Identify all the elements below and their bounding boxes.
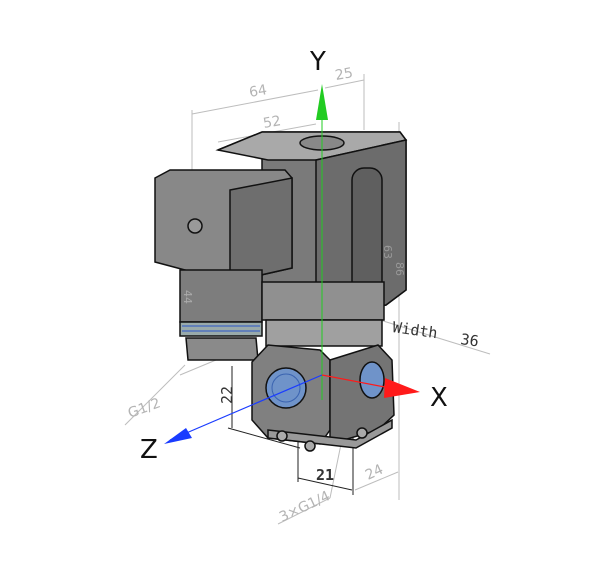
z-axis-label: Z [140,435,158,465]
dim-64: 64 [248,82,268,101]
dim-86: 86 [393,262,406,276]
axis-triad [164,84,420,444]
dim-width-value: 36 [459,330,479,350]
dim-52: 52 [262,113,282,132]
dim-44: 44 [181,290,194,304]
connector-plug [154,169,293,361]
x-axis-arrow[interactable] [384,378,420,398]
dim-25: 25 [334,65,354,84]
valve-body [251,344,395,452]
dim-3xg1-4: 3×G1/4 [277,488,333,525]
dim-24: 24 [363,462,386,484]
y-axis-arrow[interactable] [316,84,328,120]
dim-21: 21 [316,466,334,484]
dim-g1-2: G1/2 [126,395,163,421]
y-axis-label: Y [309,47,326,77]
x-axis-label: X [430,383,448,413]
valve-stem [261,281,385,347]
z-axis-arrow[interactable] [164,428,192,444]
dim-22: 22 [218,386,236,404]
dim-63: 63 [381,245,394,259]
